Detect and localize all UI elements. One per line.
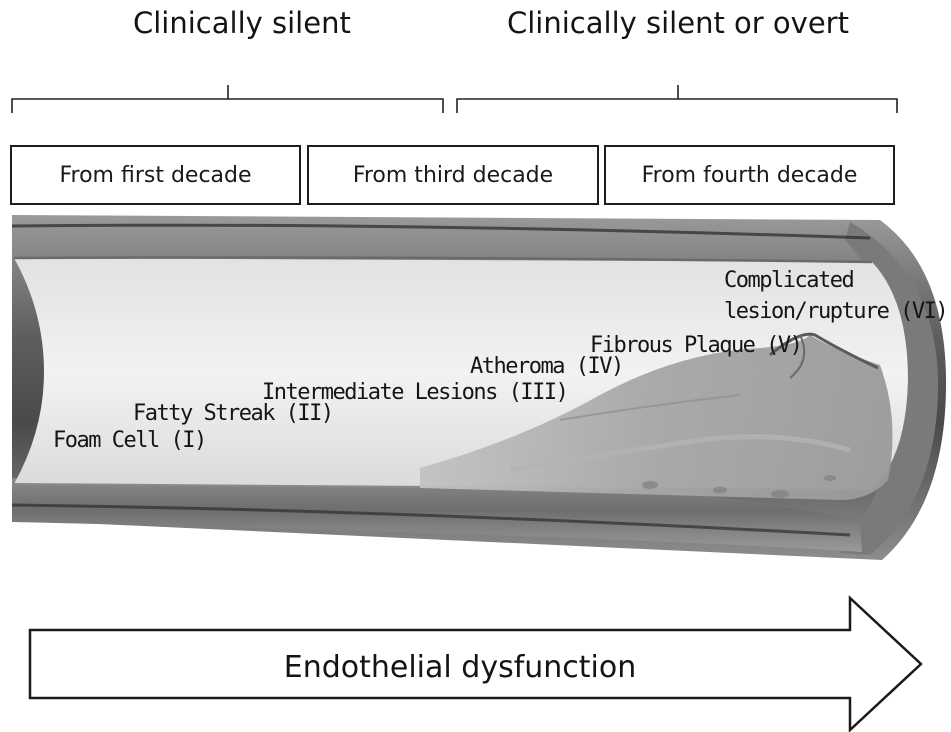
stage-label-lesion-rupture: lesion/rupture (VI) xyxy=(724,299,947,324)
bracket-clinically-silent xyxy=(12,85,443,113)
arrow-label-endothelial-dysfunction: Endothelial dysfunction xyxy=(30,641,890,693)
decade-box-first: From first decade xyxy=(10,145,301,205)
phase-label-clinically-silent-or-overt: Clinically silent or overt xyxy=(507,6,849,40)
phase-label-clinically-silent: Clinically silent xyxy=(133,6,351,40)
stage-label-foam-cell: Foam Cell (I) xyxy=(53,428,206,453)
decade-box-fourth: From fourth decade xyxy=(604,145,895,205)
stage-label-intermediate-lesions: Intermediate Lesions (III) xyxy=(262,380,567,405)
stage-label-complicated: Complicated xyxy=(724,268,853,293)
stage-label-fibrous-plaque: Fibrous Plaque (V) xyxy=(590,333,801,358)
bracket-clinically-silent-or-overt xyxy=(457,85,897,113)
decade-box-third: From third decade xyxy=(307,145,599,205)
